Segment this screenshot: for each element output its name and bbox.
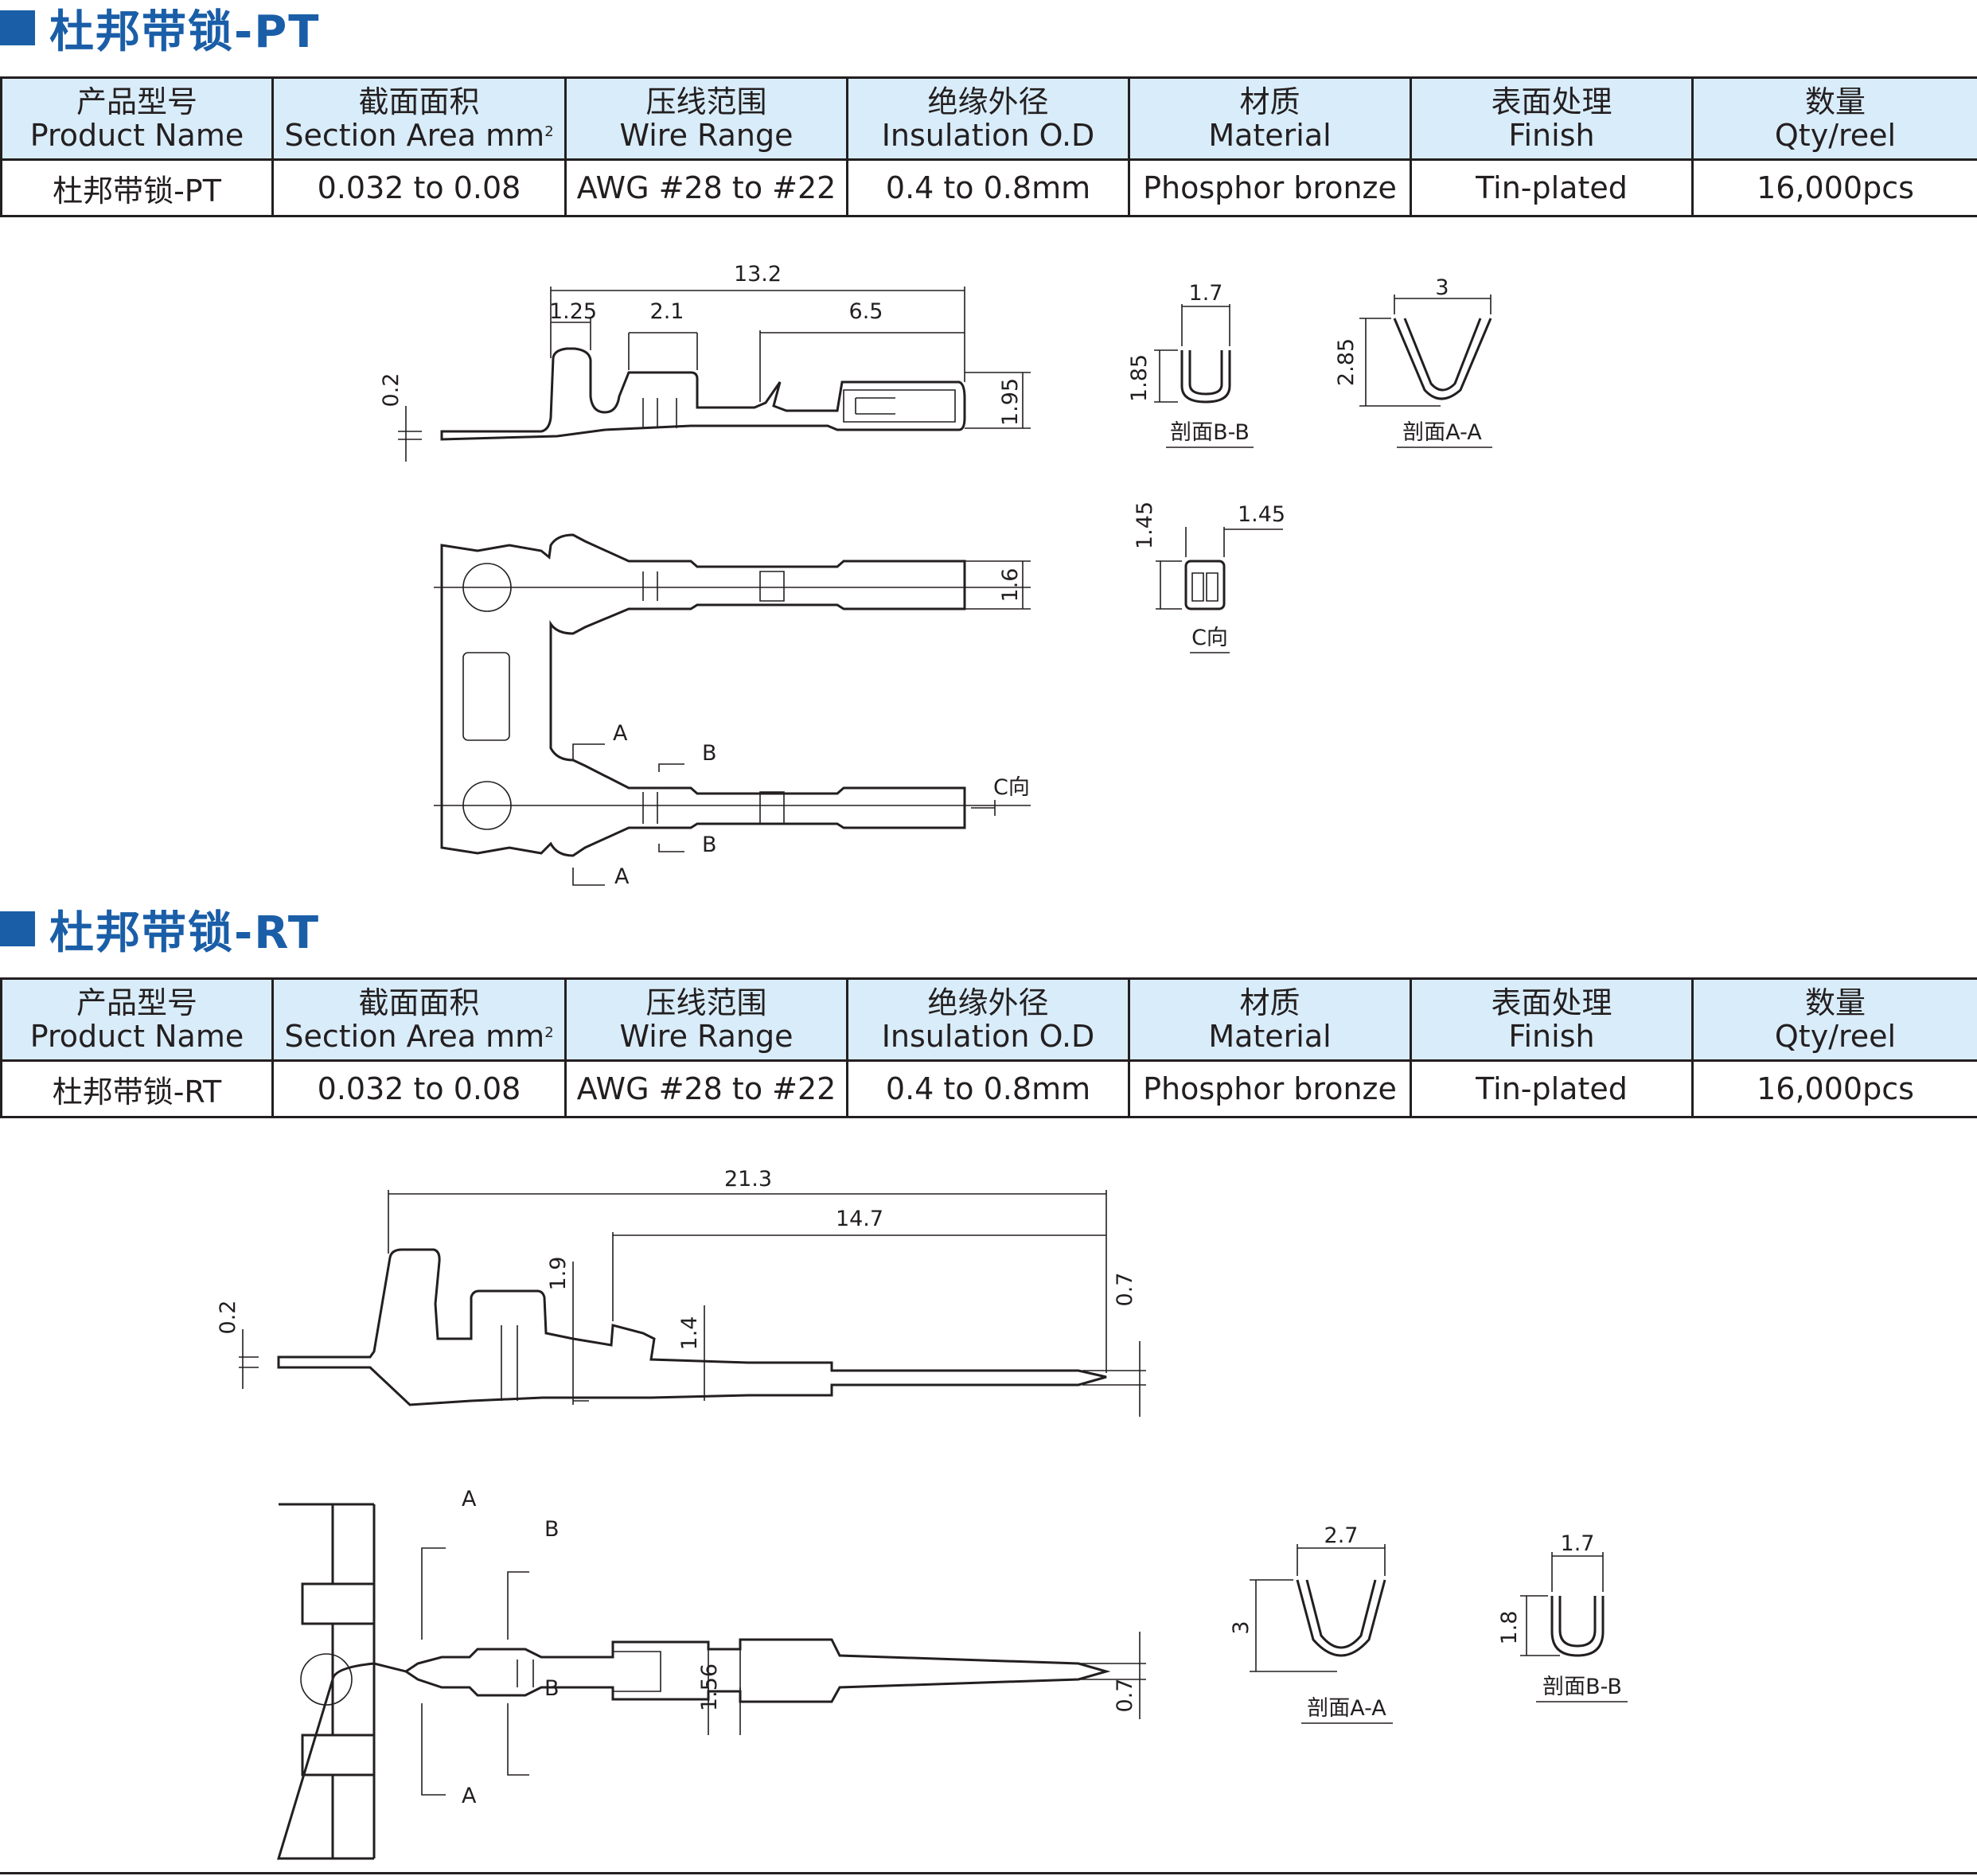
value-cell: 杜邦带锁-PT <box>0 158 274 217</box>
section-bb-pt: 1.7 1.85 剖面B-B <box>1127 281 1254 448</box>
dim-bb-width: 1.7 <box>1189 281 1223 306</box>
table-row: 杜邦带锁-RT 0.032 to 0.08 AWG #28 to #22 0.4… <box>0 1059 1977 1118</box>
dim-bb-width: 1.7 <box>1561 1531 1595 1556</box>
value-cell: 0.4 to 0.8mm <box>846 1059 1130 1118</box>
value-cell: 0.032 to 0.08 <box>271 158 567 217</box>
side-view-pt: 13.2 1.25 2.1 6.5 0.2 1.95 <box>379 262 1031 462</box>
section-title-text: 杜邦带锁-PT <box>49 6 321 58</box>
value-cell: 0.4 to 0.8mm <box>846 158 1130 217</box>
value-cell: AWG #28 to #22 <box>564 1059 848 1118</box>
section-mark-b-bottom: B <box>702 833 717 857</box>
value-cell: Phosphor bronze <box>1128 1059 1412 1118</box>
dim-tip-width: 0.7 <box>1113 1679 1137 1713</box>
dim-bb-height: 1.85 <box>1127 354 1152 402</box>
dim-1-4: 1.4 <box>677 1316 702 1351</box>
value-cell: 16,000pcs <box>1691 158 1977 217</box>
value-cell: 杜邦带锁-RT <box>0 1059 274 1118</box>
dim-1-25: 1.25 <box>549 299 597 324</box>
dim-14-7: 14.7 <box>836 1207 883 1231</box>
drawing-rt: 21.3 14.7 1.9 1.4 0.7 0.2 0.7 1.56 A A B… <box>216 1167 1628 1860</box>
dim-6-5: 6.5 <box>849 299 883 324</box>
section-marker <box>0 911 35 946</box>
value-cell: 0.032 to 0.08 <box>271 1059 567 1118</box>
dim-width: 1.6 <box>998 568 1023 603</box>
section-mark-b-top: B <box>544 1517 560 1542</box>
dim-c-height: 1.45 <box>1133 501 1157 549</box>
dim-total-length: 13.2 <box>734 262 782 287</box>
section-aa-label: 剖面A-A <box>1402 420 1482 445</box>
dim-aa-width: 3 <box>1435 275 1449 300</box>
section-mark-a-bottom: A <box>462 1784 477 1808</box>
section-title-rt: 杜邦带锁-RT <box>0 901 320 959</box>
section-bb-label: 剖面B-B <box>1542 1675 1622 1699</box>
value-cell: 16,000pcs <box>1691 1059 1977 1118</box>
value-cell: Phosphor bronze <box>1128 158 1412 217</box>
section-mark-a-top: A <box>462 1487 477 1511</box>
section-title-text: 杜邦带锁-RT <box>49 907 321 959</box>
dim-aa-width: 2.7 <box>1324 1523 1359 1548</box>
dim-1-9: 1.9 <box>546 1257 571 1291</box>
section-mark-b-bottom: B <box>544 1676 560 1701</box>
dim-bb-height: 1.8 <box>1497 1611 1522 1645</box>
view-c-pt: 1.45 1.45 C向 <box>1133 501 1285 653</box>
dim-height: 1.95 <box>998 378 1023 426</box>
section-mark-a-bottom: A <box>614 864 630 889</box>
section-aa-rt: 2.7 3 剖面A-A <box>1229 1523 1393 1724</box>
dim-total-length: 21.3 <box>724 1167 772 1192</box>
dim-thickness: 0.2 <box>216 1301 240 1335</box>
dim-aa-height: 3 <box>1229 1621 1254 1634</box>
dim-tip: 0.7 <box>1113 1273 1137 1307</box>
section-aa-label: 剖面A-A <box>1307 1696 1386 1721</box>
side-view-rt: 21.3 14.7 1.9 1.4 0.7 0.2 <box>216 1167 1146 1417</box>
top-view-pt: 1.6 A A B B C向 <box>434 533 1031 889</box>
dim-1-56: 1.56 <box>697 1663 722 1711</box>
value-cell: AWG #28 to #22 <box>564 158 848 217</box>
section-bb-label: 剖面B-B <box>1170 420 1250 445</box>
table-row: 杜邦带锁-PT 0.032 to 0.08 AWG #28 to #22 0.4… <box>0 158 1977 217</box>
section-title-pt: 杜邦带锁-PT <box>0 0 320 58</box>
dim-2-1: 2.1 <box>650 299 684 324</box>
section-marker <box>0 10 35 45</box>
top-view-rt: 0.7 1.56 A A B B <box>276 1487 1146 1860</box>
section-mark-b-top: B <box>702 741 717 766</box>
dim-aa-height: 2.85 <box>1334 338 1359 386</box>
value-cell: Tin-plated <box>1410 158 1694 217</box>
section-mark-a-top: A <box>613 721 628 746</box>
section-bb-rt: 1.7 1.8 剖面B-B <box>1497 1531 1628 1702</box>
view-c-arrow-label: C向 <box>993 775 1030 800</box>
value-cell: Tin-plated <box>1410 1059 1694 1118</box>
bottom-divider <box>0 1872 1977 1874</box>
view-c-label: C向 <box>1191 626 1228 650</box>
section-aa-pt: 3 2.85 剖面A-A <box>1334 275 1492 448</box>
dim-c-width: 1.45 <box>1238 502 1285 527</box>
dim-thickness: 0.2 <box>379 373 404 408</box>
drawing-pt: 13.2 1.25 2.1 6.5 0.2 1.95 1.6 A A B B C… <box>379 262 1492 889</box>
